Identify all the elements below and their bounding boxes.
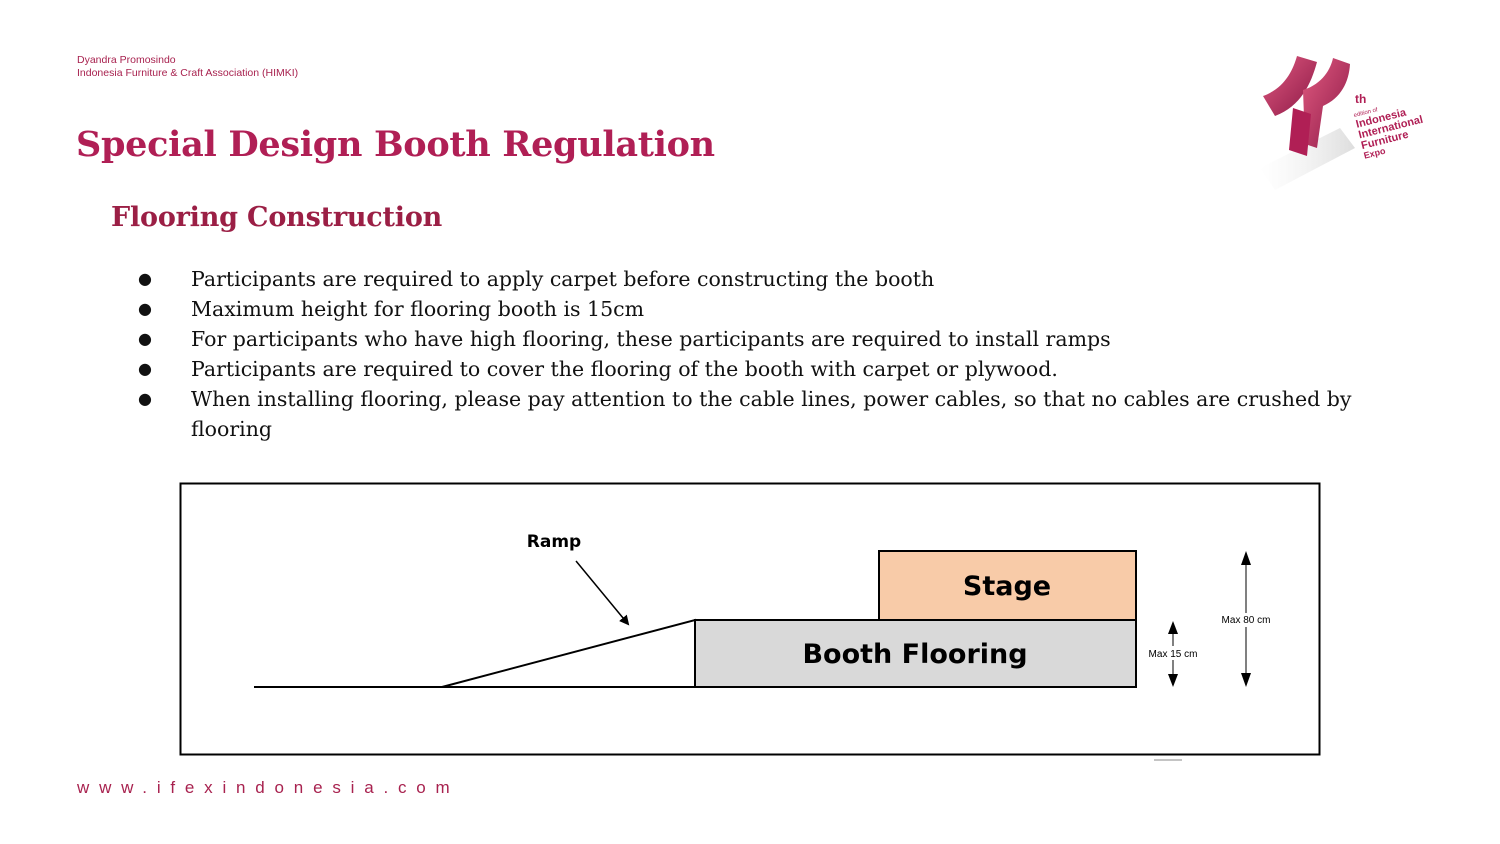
- bullet-icon: ●: [138, 329, 152, 348]
- booth-flooring: [694, 619, 1137, 688]
- booth-flooring-label: Booth Flooring: [802, 639, 1027, 670]
- list-item: ● Participants are required to cover the …: [138, 354, 1378, 384]
- list-item-text: Maximum height for flooring booth is 15c…: [191, 297, 645, 321]
- list-item: ● When installing flooring, please pay at…: [138, 384, 1378, 444]
- list-item-text: Participants are required to apply carpe…: [191, 267, 935, 291]
- ramp-arrow: [575, 560, 630, 626]
- bullet-icon: ●: [138, 389, 152, 408]
- list-item-text: For participants who have high flooring,…: [191, 327, 1111, 351]
- ramp-shape: [441, 618, 696, 688]
- max-80-label: Max 80 cm: [1222, 615, 1271, 626]
- list-item: ● For participants who have high flooring…: [138, 324, 1378, 354]
- footer-url: www.ifexindonesia.com: [77, 778, 460, 797]
- organizer-line-1: Dyandra Promosindo: [77, 54, 176, 66]
- ramp-label: Ramp: [527, 532, 581, 552]
- max-15-label: Max 15 cm: [1149, 649, 1198, 660]
- list-item-text: Participants are required to cover the f…: [191, 357, 1058, 381]
- regulation-list: ● Participants are required to apply carp…: [138, 264, 1378, 444]
- section-subtitle: Flooring Construction: [111, 202, 443, 233]
- list-item-text: When installing flooring, please pay att…: [191, 387, 1352, 441]
- logo-line-1: edition of: [1353, 107, 1378, 119]
- max-15-dimension: Max 15 cm: [1142, 621, 1204, 687]
- page-title: Special Design Booth Regulation: [76, 124, 715, 165]
- organizer-block: Dyandra Promosindo Indonesia Furniture &…: [77, 54, 298, 80]
- bullet-icon: ●: [138, 269, 152, 288]
- ifex-logo: th edition of Indonesia International Fu…: [1260, 56, 1424, 190]
- diagram-frame: [179, 482, 1321, 756]
- logo-superscript: th: [1355, 92, 1366, 106]
- bullet-icon: ●: [138, 359, 152, 378]
- list-item: ● Participants are required to apply carp…: [138, 264, 1378, 294]
- stage-block: [878, 550, 1137, 621]
- organizer-line-2: Indonesia Furniture & Craft Association …: [77, 67, 299, 79]
- list-item: ● Maximum height for flooring booth is 15…: [138, 294, 1378, 324]
- max-80-dimension: Max 80 cm: [1214, 551, 1278, 687]
- stage-label: Stage: [963, 571, 1051, 602]
- bullet-icon: ●: [138, 299, 152, 318]
